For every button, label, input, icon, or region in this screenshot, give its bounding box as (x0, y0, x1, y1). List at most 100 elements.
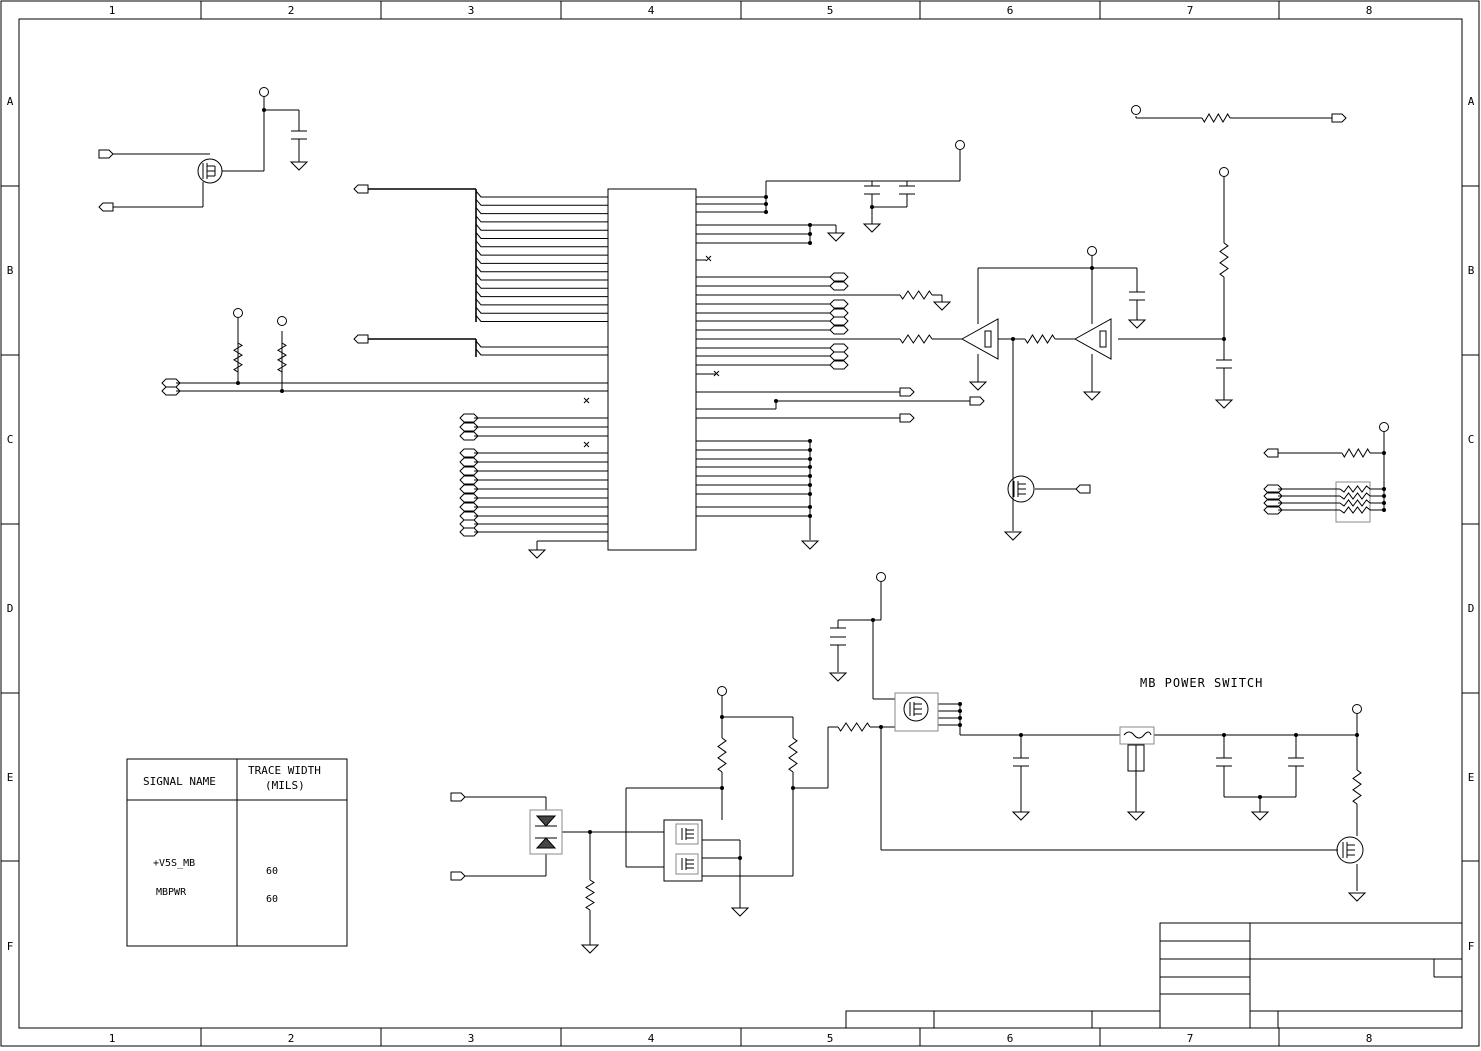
junction-dot (720, 715, 724, 719)
row-label: B (7, 264, 14, 277)
bus-entry (475, 340, 608, 348)
offpage-connector-icon (829, 325, 849, 335)
col-label: 4 (648, 4, 655, 17)
row-label: D (7, 602, 14, 615)
col-label: 6 (1007, 1032, 1014, 1045)
ground-icon (580, 944, 600, 954)
offpage-connector-icon (1075, 484, 1091, 494)
row-label: A (1468, 95, 1475, 108)
junction-dot (808, 492, 812, 496)
ground-icon (1250, 811, 1270, 821)
capacitor-icon (830, 627, 846, 646)
power-port-icon (1219, 167, 1229, 177)
row-label: C (7, 433, 14, 446)
junction-dot (808, 514, 812, 518)
junction-dot (764, 202, 768, 206)
offpage-connector-icon (829, 308, 849, 318)
offpage-connector-icon (1263, 491, 1283, 501)
capacitor-icon (1129, 291, 1145, 301)
table-cell-signal: MBPWR (156, 887, 187, 898)
resistor-icon (788, 737, 798, 773)
offpage-connector-icon (459, 484, 479, 494)
col-label: 1 (109, 4, 116, 17)
diode-pair-icon (529, 809, 563, 855)
col-label: 3 (468, 1032, 475, 1045)
row-labels-right: A B C D E F (1468, 95, 1475, 953)
power-port-icon (277, 316, 287, 326)
offpage-connector-icon (450, 792, 466, 802)
junction-dot (871, 618, 875, 622)
offpage-connector-icon (98, 149, 114, 159)
col-label: 8 (1366, 1032, 1373, 1045)
opamp-icon (960, 318, 999, 360)
offpage-connector-icon (1331, 113, 1347, 123)
bus-entry (475, 190, 608, 198)
resistor-icon (1219, 242, 1229, 278)
resistor-icon (1352, 769, 1362, 805)
offpage-connector-icon (459, 422, 479, 432)
offpage-connector-icon (459, 502, 479, 512)
ic-left-pin-bus (474, 190, 608, 533)
offpage-connector-group (98, 113, 1347, 881)
offpage-connector-icon (98, 202, 114, 212)
resistor-icon (233, 342, 243, 373)
power-port-icon (1379, 422, 1389, 432)
ground-icon (826, 232, 846, 242)
junction-dot (1011, 337, 1015, 341)
offpage-connector-icon (1263, 498, 1283, 508)
power-port-icon (876, 572, 886, 582)
ground-icon (800, 540, 820, 550)
junction-dot (808, 241, 812, 245)
col-label: 4 (648, 1032, 655, 1045)
junction-dot (1355, 733, 1359, 737)
offpage-connector-icon (353, 184, 369, 194)
junction-dot (870, 205, 874, 209)
offpage-connector-icon (829, 343, 849, 353)
offpage-connector-icon (829, 299, 849, 309)
ground-icon (1214, 399, 1234, 409)
junction-dot (958, 709, 962, 713)
offpage-connector-icon (459, 493, 479, 503)
power-port-icon (955, 140, 965, 150)
junction-dot (808, 465, 812, 469)
ic-right-pin-lines (696, 196, 830, 517)
resistor-icon (1339, 492, 1384, 500)
ground-group (289, 161, 1367, 954)
offpage-connector-icon (829, 281, 849, 291)
mosfet-icon (1336, 836, 1364, 864)
row-labels-left: A B C D E F (7, 95, 14, 953)
ground-icon (1003, 531, 1023, 541)
junction-dot (958, 723, 962, 727)
junction-dot-group (236, 108, 1386, 860)
ground-icon (1011, 811, 1031, 821)
offpage-connector-icon (459, 431, 479, 441)
ground-icon (968, 381, 988, 391)
col-label: 5 (827, 1032, 834, 1045)
components (197, 130, 1371, 882)
col-label: 7 (1187, 1032, 1194, 1045)
col-label: 1 (109, 1032, 116, 1045)
power-port-icon (259, 87, 269, 97)
junction-dot (1382, 451, 1386, 455)
power-port-icon (1087, 246, 1097, 256)
junction-dot (808, 439, 812, 443)
offpage-connector-icon (353, 334, 369, 344)
offpage-connector-icon (829, 360, 849, 370)
ground-icon (1082, 391, 1102, 401)
junction-dot (879, 725, 883, 729)
capacitor-icon (864, 185, 915, 195)
junction-dot (738, 856, 742, 860)
offpage-connector-icon (969, 396, 985, 406)
junction-dot (808, 223, 812, 227)
title-block (845, 922, 1463, 1029)
resistor-icon (899, 290, 933, 300)
offpage-connector-icon (459, 475, 479, 485)
ground-icon (862, 223, 882, 233)
offpage-connector-icon (459, 527, 479, 537)
table-header-width: TRACE WIDTH (248, 764, 321, 777)
resistor-icon (1024, 334, 1056, 344)
bus-entry (475, 281, 608, 289)
junction-dot (1294, 733, 1298, 737)
